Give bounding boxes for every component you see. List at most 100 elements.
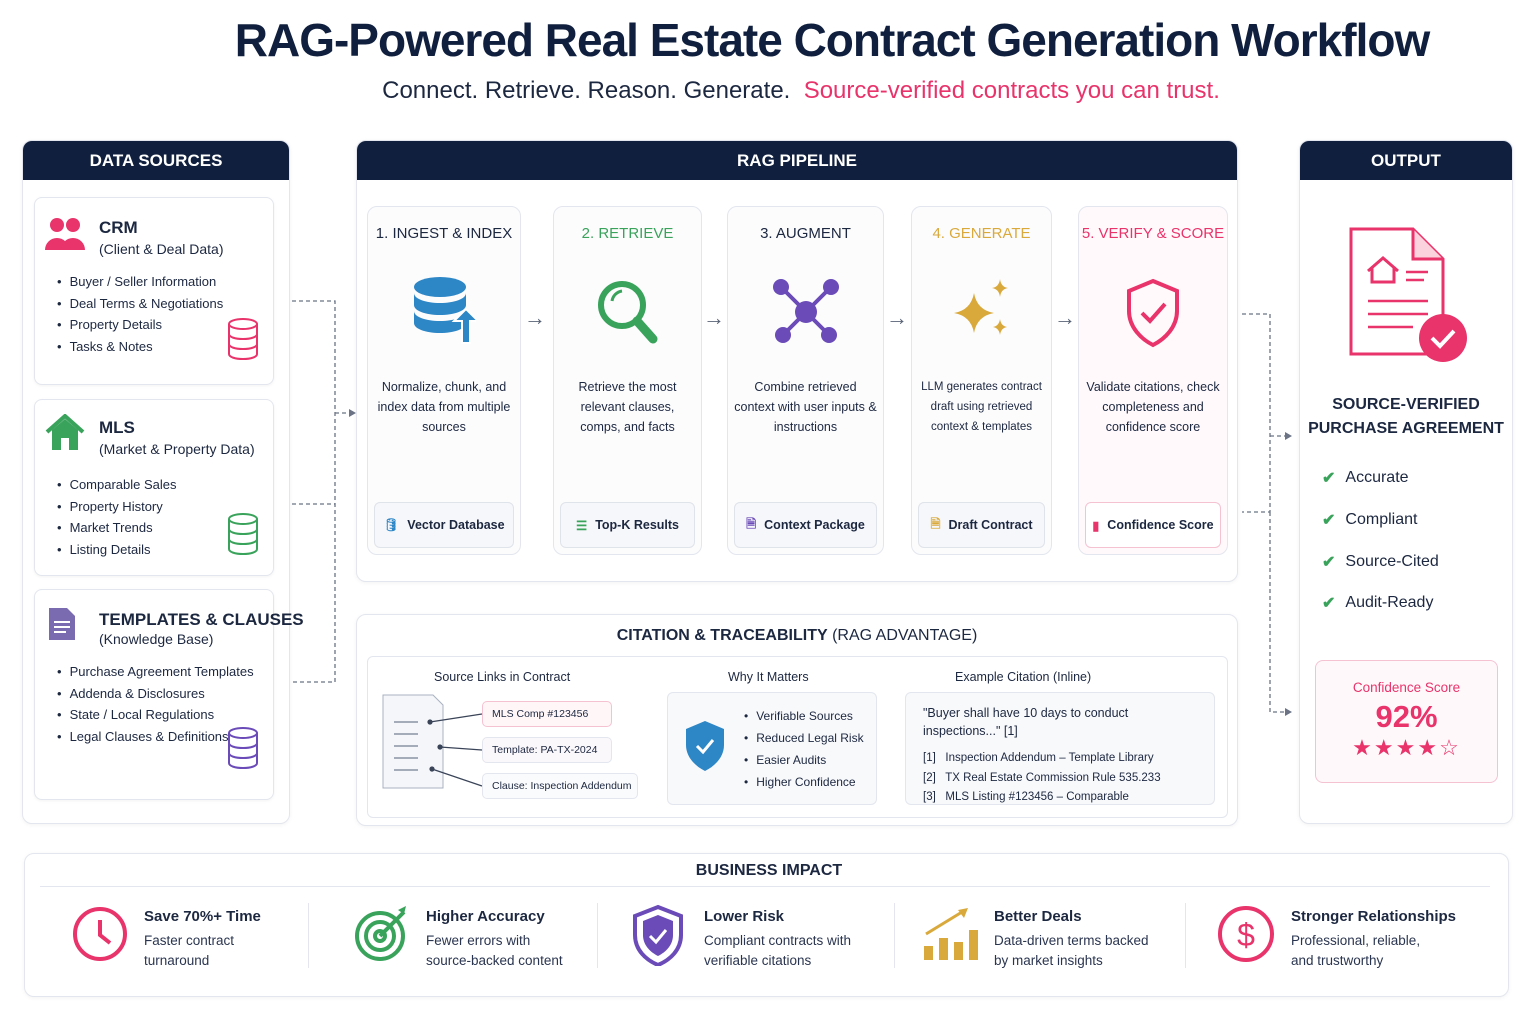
citation-quote: "Buyer shall have 10 days to conduct ins… (923, 706, 1129, 738)
card-title: MLS (99, 418, 135, 437)
subtitle-accent: Source-verified contracts you can trust. (803, 77, 1220, 104)
card-title: CRM (99, 218, 138, 237)
step-description: Validate citations, check completeness a… (1086, 380, 1220, 434)
source-card-templates: TEMPLATES & CLAUSES (Knowledge Base) Pur… (34, 589, 304, 800)
check-icon: ✔ (1322, 554, 1336, 571)
divider (597, 903, 598, 968)
list-item: Buyer / Seller Information (57, 271, 223, 293)
top-k-results-badge: ☰Top-K Results (560, 502, 695, 548)
list-item: Property History (57, 496, 177, 518)
bar-chart-growth-icon (924, 908, 978, 960)
impact-title: Stronger Relationships (1291, 908, 1457, 925)
step-ingest: 1. INGEST & INDEX Normalize, chunk, and … (367, 206, 521, 555)
divider (1185, 903, 1186, 968)
step-title: 4. GENERATE (932, 225, 1031, 242)
confidence-score-card: Confidence Score 92% ★★★★☆ (1315, 660, 1498, 783)
star-filled-icon: ★ (1395, 735, 1418, 760)
ref-number: [3] (923, 791, 936, 803)
impact-desc: Compliant contracts with verifiable cita… (704, 933, 852, 968)
ref-number: [1] (923, 752, 936, 764)
list-item: Easier Audits (744, 749, 864, 771)
citation-refs: [1] Inspection Addendum – Template Libra… (923, 749, 1161, 808)
step-title: 1. INGEST & INDEX (375, 225, 513, 242)
citation-title-bold: CITATION & TRACEABILITY (616, 627, 828, 644)
step-description: LLM generates contract draft using retri… (921, 381, 1042, 433)
arrow-right-icon: → (886, 305, 908, 330)
shield-check-icon (1127, 278, 1179, 348)
list-icon: ☰ (575, 518, 588, 533)
output-header: OUTPUT (1300, 141, 1512, 180)
list-item: Purchase Agreement Templates (57, 661, 254, 683)
check-label: Audit-Ready (1345, 594, 1434, 611)
list-item: Listing Details (57, 539, 177, 561)
impact-title: Better Deals (994, 908, 1082, 925)
source-link-template[interactable]: Template: PA-TX-2024 (482, 737, 612, 763)
step-generate: 4. GENERATE LLM generates contract draft… (911, 206, 1052, 555)
ref-text: Inspection Addendum – Template Library (945, 752, 1154, 764)
impact-title: Save 70%+ Time (144, 908, 261, 925)
ref-text: TX Real Estate Commission Rule 535.233 (945, 771, 1161, 784)
network-icon (772, 279, 839, 343)
step-description: Combine retrieved context with user inpu… (734, 380, 877, 434)
divider (894, 903, 895, 968)
example-box: "Buyer shall have 10 days to conduct ins… (905, 692, 1215, 805)
star-empty-icon: ☆ (1439, 735, 1461, 760)
card-list: Purchase Agreement Templates Addenda & D… (57, 661, 254, 747)
source-link-mls[interactable]: MLS Comp #123456 (482, 701, 612, 727)
check-label: Accurate (1345, 469, 1409, 486)
check-item: ✔Compliant (1322, 510, 1417, 530)
arrow-right-icon: → (1054, 305, 1076, 330)
database-icon: 🛢 (383, 517, 400, 532)
list-item: Verifiable Sources (744, 705, 864, 727)
citation-title: CITATION & TRACEABILITY (RAG ADVANTAGE) (356, 627, 1238, 645)
target-icon (355, 906, 406, 961)
divider (308, 903, 309, 968)
list-item: Market Trends (57, 517, 177, 539)
source-links-heading: Source Links in Contract (434, 670, 571, 684)
bar-chart-icon: ▮ (1092, 518, 1100, 533)
list-item: Tasks & Notes (57, 336, 223, 358)
step-title: 3. AUGMENT (760, 225, 851, 242)
arrow-right-icon: → (703, 305, 725, 330)
example-heading: Example Citation (Inline) (955, 670, 1092, 684)
card-title: TEMPLATES & CLAUSES (99, 610, 304, 629)
confidence-label: Confidence Score (1352, 680, 1461, 695)
citation-title-rest: (RAG ADVANTAGE) (832, 627, 978, 644)
check-item: ✔Accurate (1322, 468, 1409, 488)
database-icon (228, 727, 258, 769)
list-item: State / Local Regulations (57, 704, 254, 726)
star-filled-icon: ★ (1352, 735, 1374, 760)
business-impact-header: BUSINESS IMPACT (695, 862, 843, 879)
why-box: Verifiable Sources Reduced Legal Risk Ea… (667, 692, 877, 805)
check-label: Source-Cited (1345, 553, 1439, 570)
list-item: Addenda & Disclosures (57, 683, 254, 705)
users-icon (45, 218, 85, 250)
database-icon (228, 513, 258, 555)
list-item: Property Details (57, 314, 223, 336)
dollar-icon: $ (1218, 906, 1274, 962)
check-icon: ✔ (1322, 512, 1336, 529)
card-list: Comparable Sales Property History Market… (57, 474, 177, 560)
source-card-crm: CRM (Client & Deal Data) Buyer / Seller … (34, 197, 274, 385)
why-heading: Why It Matters (728, 670, 809, 684)
step-description: Normalize, chunk, and index data from mu… (377, 380, 511, 434)
badge-label: Draft Contract (948, 518, 1033, 532)
draft-contract-badge: 🗎 Draft Contract (918, 502, 1045, 548)
citation-ref: [1] Inspection Addendum – Template Libra… (923, 749, 1161, 769)
document-icon: 🗎 (930, 516, 941, 531)
card-subtitle: (Client & Deal Data) (99, 241, 224, 257)
check-item: ✔ Source-Cited (1322, 552, 1439, 572)
verified-contract-icon (1349, 227, 1467, 362)
source-link-clause[interactable]: Clause: Inspection Addendum (482, 773, 638, 799)
svg-text:$: $ (1237, 917, 1255, 953)
step-verify: 5. VERIFY & SCORE Validate citations, ch… (1078, 206, 1228, 555)
star-filled-icon: ★ (1373, 735, 1396, 760)
clock-icon (73, 907, 127, 961)
house-icon (45, 414, 85, 450)
divider (40, 886, 1490, 887)
impact-desc: Professional, reliable, and trustworthy (1291, 933, 1421, 968)
impact-desc: Faster contract turnaround (144, 933, 235, 968)
